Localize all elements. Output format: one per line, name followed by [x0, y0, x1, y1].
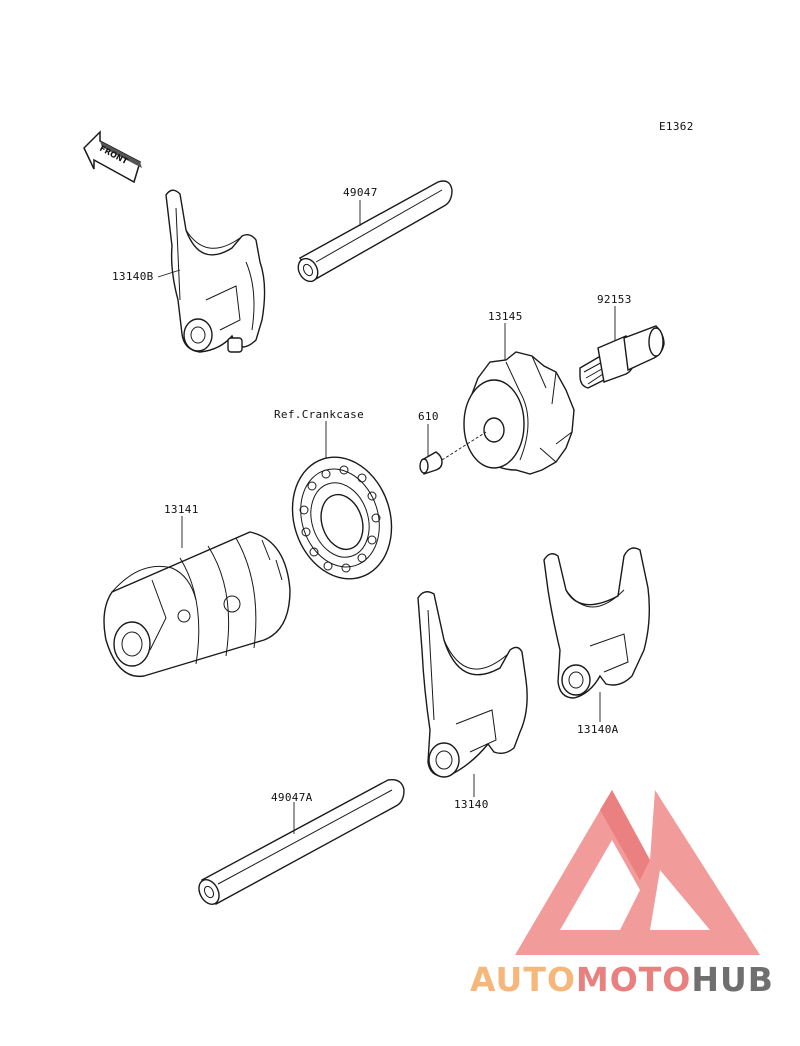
shaft-49047a: [198, 779, 405, 905]
watermark-moto: MOTO: [575, 960, 692, 999]
shift-fork-13140b: [165, 189, 266, 353]
callout-13140b: 13140B: [112, 270, 154, 283]
watermark-wordmark: AUTOMOTOHUB: [470, 960, 774, 999]
pin-610: [419, 431, 487, 475]
shift-drum-13141: [103, 531, 291, 678]
callout-13141: 13141: [164, 503, 199, 516]
shaft-49047: [297, 180, 453, 283]
watermark-hub: HUB: [691, 960, 774, 999]
callout-49047: 49047: [343, 186, 378, 199]
shift-fork-13140a: [543, 547, 651, 699]
front-arrow-icon: FRONT: [83, 130, 142, 184]
figure-code: E1362: [659, 120, 694, 133]
callout-13145: 13145: [488, 310, 523, 323]
watermark-auto: AUTO: [470, 960, 576, 999]
callout-49047a: 49047A: [271, 791, 313, 804]
callout-13140a: 13140A: [577, 723, 619, 736]
callout-ref-crankcase: Ref.Crankcase: [274, 408, 364, 421]
shift-cam-13145: [463, 351, 575, 475]
callout-610: 610: [418, 410, 439, 423]
bolt-92153: [579, 325, 665, 389]
shift-fork-13140: [417, 591, 528, 778]
watermark-triangle-logo: [515, 790, 760, 955]
callout-92153: 92153: [597, 293, 632, 306]
leader-lines: [157, 200, 616, 834]
callout-13140: 13140: [454, 798, 489, 811]
bearing-crankcase: [291, 456, 393, 580]
